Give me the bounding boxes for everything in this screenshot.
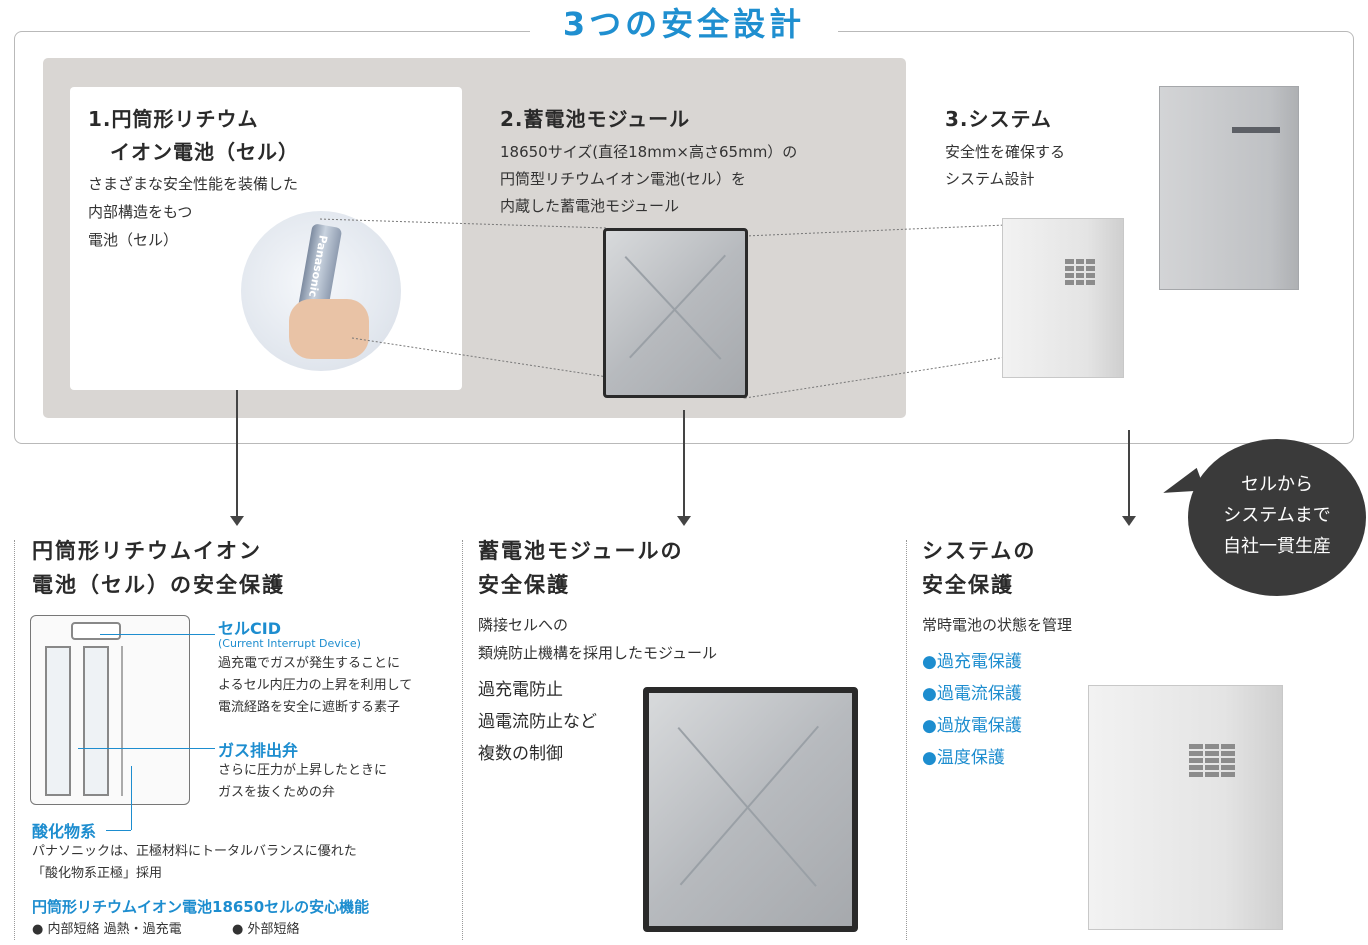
connector-cell-module-top <box>319 218 607 229</box>
cell-cutaway-diagram <box>30 615 190 805</box>
module-desc-3: 内蔵した蓄電池モジュール <box>500 197 679 215</box>
cid-desc-2: よるセル内圧力の上昇を利用して <box>218 678 413 693</box>
system-desc-1: 安全性を確保する <box>945 143 1066 161</box>
module-control-3: 複数の制御 <box>478 744 563 764</box>
vent-desc-1: さらに圧力が上昇したときに <box>218 763 388 778</box>
features-title: 円筒形リチウムイオン電池18650セルの安心機能 <box>32 898 370 916</box>
cell-safety-heading-2: 電池（セル）の安全保護 <box>32 573 285 597</box>
arrow-system <box>1128 430 1130 518</box>
protection-overcurrent: ●過電流保護 <box>922 684 1022 704</box>
battery-module-image <box>603 228 748 398</box>
arrow-cell-head <box>230 516 244 526</box>
hand-icon <box>289 299 369 359</box>
module-safety-heading-2: 安全保護 <box>478 573 570 597</box>
protection-temperature: ●温度保護 <box>922 748 1005 768</box>
system-heading: 3.システム <box>945 107 1052 131</box>
bubble-line-2: システムまで <box>1223 505 1331 526</box>
cell-heading-line2: イオン電池（セル） <box>110 140 299 164</box>
module-heading: 2.蓄電池モジュール <box>500 107 691 131</box>
page-title: 3つの安全設計 <box>530 4 838 48</box>
oxide-desc-1: パナソニックは、正極材料にトータルバランスに優れた <box>32 844 357 859</box>
connector-module-system-bottom <box>744 356 1007 399</box>
indoor-unit-large-image <box>1088 685 1283 930</box>
system-desc-2: システム設計 <box>945 170 1035 188</box>
outdoor-unit-logo <box>1232 127 1280 133</box>
cell-photo: Panasonic <box>241 211 401 371</box>
module-desc-2: 円筒型リチウムイオン電池(セル）を <box>500 170 746 188</box>
feature-1: ● 内部短絡 過熱・過充電 <box>32 922 182 937</box>
system-safety-desc: 常時電池の状態を管理 <box>922 616 1073 634</box>
cid-callout-line <box>100 634 215 635</box>
in-house-production-bubble: セルから システムまで 自社一貫生産 <box>1188 439 1366 596</box>
oxide-label: 酸化物系 <box>32 822 97 841</box>
cid-desc-1: 過充電でガスが発生することに <box>218 656 401 671</box>
outdoor-unit-image <box>1159 86 1299 290</box>
vent-callout-line <box>78 748 215 749</box>
module-control-1: 過充電防止 <box>478 680 563 700</box>
cell-desc-1: さまざまな安全性能を装備した <box>88 175 299 193</box>
battery-module-large-image <box>643 687 858 932</box>
protection-overdischarge: ●過放電保護 <box>922 716 1022 736</box>
module-control-2: 過電流防止など <box>478 712 597 732</box>
system-safety-heading-1: システムの <box>922 539 1037 563</box>
module-safety-desc-2: 類焼防止機構を採用したモジュール <box>478 644 717 662</box>
oxide-callout-vline <box>131 766 132 830</box>
feature-2: ● 外部短絡 <box>232 922 300 937</box>
divider-left <box>14 540 15 940</box>
divider-right <box>906 540 907 940</box>
indoor-unit-large-label-panel <box>1189 744 1235 777</box>
module-safety-heading-1: 蓄電池モジュールの <box>478 539 684 563</box>
vent-desc-2: ガスを抜くための弁 <box>218 785 336 800</box>
arrow-module <box>683 410 685 518</box>
cell-safety-heading-1: 円筒形リチウムイオン <box>32 539 262 563</box>
vent-label: ガス排出弁 <box>218 741 299 760</box>
arrow-module-head <box>677 516 691 526</box>
arrow-cell <box>236 390 238 518</box>
cid-desc-3: 電流経路を安全に遮断する素子 <box>218 700 401 715</box>
protection-overcharge: ●過充電保護 <box>922 652 1022 672</box>
system-safety-heading-2: 安全保護 <box>922 573 1014 597</box>
cell-heading-line1: 1.円筒形リチウム <box>88 107 259 131</box>
oxide-callout-line <box>106 830 131 831</box>
bubble-line-1: セルから <box>1241 474 1313 495</box>
oxide-desc-2: 「酸化物系正極」採用 <box>32 866 163 881</box>
cell-desc-3: 電池（セル） <box>88 231 179 249</box>
connector-module-system-top <box>744 224 1007 237</box>
arrow-system-head <box>1122 516 1136 526</box>
divider-middle <box>462 540 463 940</box>
cid-sub-label: (Current Interrupt Device) <box>218 637 361 650</box>
indoor-unit-label-panel <box>1065 259 1095 285</box>
module-safety-desc-1: 隣接セルへの <box>478 616 569 634</box>
module-desc-1: 18650サイズ(直径18mm×高さ65mm）の <box>500 143 798 161</box>
cell-desc-2: 内部構造をもつ <box>88 203 193 221</box>
cid-label: セルCID <box>218 619 281 638</box>
indoor-unit-image <box>1002 218 1124 378</box>
bubble-line-3: 自社一貫生産 <box>1223 536 1331 557</box>
